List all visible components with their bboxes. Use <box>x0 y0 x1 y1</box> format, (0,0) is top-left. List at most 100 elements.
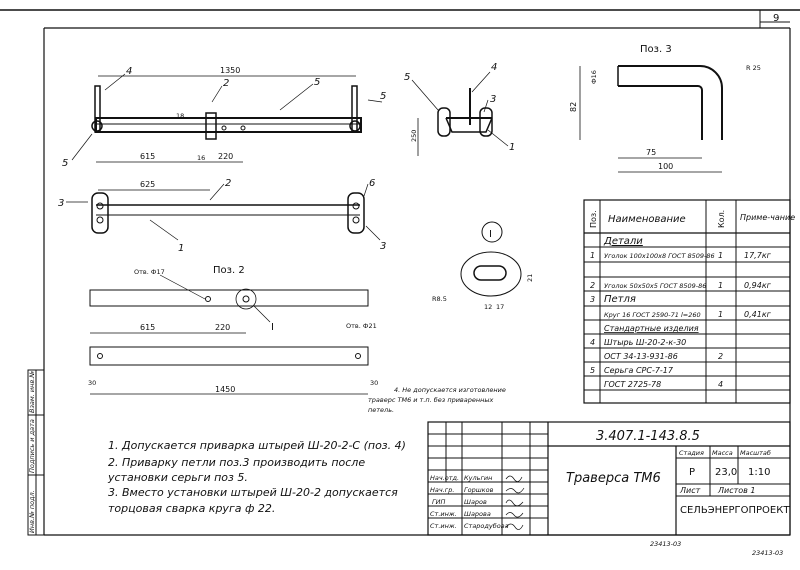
title-doc-code: 3.407.1-143.8.5 <box>596 429 700 444</box>
pos2-dim-30b: 30 <box>370 379 378 387</box>
top-callout-2: 2 <box>223 78 229 89</box>
title-sheets: Листов 1 <box>717 486 756 495</box>
plan-callout-2: 2 <box>225 178 231 189</box>
note-4: 4. Не допускается изготовление траверс Т… <box>368 386 506 414</box>
pos3-dim-82: 82 <box>569 102 578 112</box>
spec-row-qty: 4 <box>718 380 723 389</box>
title-person: Стародубова <box>464 522 509 530</box>
spec-row: ОСТ 34-13-931-86 2 <box>604 352 723 361</box>
note-4-line: 4. Не допускается изготовление <box>394 386 506 394</box>
top-view: 1350 615 220 18 16 4 2 5 5 5 <box>62 66 386 169</box>
spec-row-qty: 1 <box>718 310 723 319</box>
title-mass: 23,0 <box>715 467 737 478</box>
spec-row: 1 Уголок 100х100х8 ГОСТ 8509-86 1 17,7кг <box>590 251 772 260</box>
pos2-hole2: Отв. Ф21 <box>346 322 377 330</box>
top-callout-5: 5 <box>62 158 68 169</box>
title-scale-h: Масштаб <box>740 449 771 457</box>
plan-callout-3b: 3 <box>380 241 386 252</box>
notes-list: 1. Допускается приварка штырей Ш-20-2-С … <box>107 439 406 515</box>
title-mass-h: Масса <box>712 449 733 457</box>
spec-row: 5 Серьга СРС-7-17 <box>590 366 674 375</box>
spec-row: Круг 16 ГОСТ 2590-71 l=260 1 0,41кг <box>604 310 772 319</box>
title-org: СЕЛЬЭНЕРГОПРОЕКТ <box>680 505 790 516</box>
plan-dim-625: 625 <box>140 180 155 189</box>
title-role: ГИП <box>432 498 445 506</box>
detail-i-17: 17 <box>496 303 504 311</box>
plan-callout-6: 6 <box>369 178 375 189</box>
spec-row-pos: 5 <box>590 366 595 375</box>
spec-table: Поз. Наименование Кол. Приме-чание Детал… <box>583 199 795 404</box>
note-line: установки серьги поз 5. <box>107 471 248 484</box>
side-callout-4: 4 <box>491 62 497 73</box>
title-stage: Р <box>689 467 695 478</box>
side-callout-5: 5 <box>404 72 410 83</box>
title-role: Ст.инж. <box>430 522 457 530</box>
spec-row: ГОСТ 2725-78 4 <box>604 380 723 389</box>
spec-row-name: Штырь Ш-20-2-к-30 <box>604 338 686 347</box>
pos2-dim-30a: 30 <box>88 379 96 387</box>
note-line: 2. Приварку петли поз.3 производить посл… <box>108 456 365 469</box>
title-name: Траверса ТМ6 <box>566 471 661 486</box>
detail-i: I R8.5 12 17 21 <box>432 221 534 311</box>
spec-row-name: Детали <box>603 236 643 247</box>
spec-row-note: 0,94кг <box>744 281 772 290</box>
spec-row-note: 17,7кг <box>744 251 772 260</box>
pos2-title: Поз. 2 <box>213 265 245 276</box>
spec-row-qty: 1 <box>718 251 723 260</box>
title-person: Кульгин <box>464 474 492 482</box>
spec-row-name: Серьга СРС-7-17 <box>604 366 674 375</box>
pos2-view: Поз. 2 Отв. Ф17 I 615 220 Отв. Ф21 30 30… <box>88 265 378 395</box>
spec-row: Детали <box>603 236 643 247</box>
top-dim-615: 615 <box>140 152 155 161</box>
spec-header-note: Приме-чание <box>740 213 795 222</box>
pos3-dim-phi: Ф16 <box>590 70 598 84</box>
top-callout-4: 4 <box>126 66 132 77</box>
signature <box>505 523 524 530</box>
spec-row: 2 Уголок 50х50х5 ГОСТ 8509-86 1 0,94кг <box>590 281 772 290</box>
detail-i-marker: I <box>489 229 492 240</box>
spec-row-note: 0,41кг <box>744 310 772 319</box>
pos2-dim-1450: 1450 <box>215 385 235 394</box>
spec-row: Стандартные изделия <box>604 324 699 333</box>
spec-row-pos: 1 <box>590 251 595 260</box>
spec-row: 3 Петля <box>590 294 636 305</box>
note-line: 1. Допускается приварка штырей Ш-20-2-С … <box>108 439 406 452</box>
spec-row: 4 Штырь Ш-20-2-к-30 <box>590 338 686 347</box>
pos2-marker: I <box>271 322 274 333</box>
side-callout-3: 3 <box>490 94 496 105</box>
top-dim-16: 16 <box>197 154 205 162</box>
spec-header-name: Наименование <box>608 214 686 225</box>
plan-callout-1: 1 <box>178 243 184 254</box>
top-dim-1350: 1350 <box>220 66 240 75</box>
title-role: Нач.гр. <box>430 486 454 494</box>
top-dim-18: 18 <box>176 112 184 120</box>
side-stamp-sign: Подпись и дата <box>28 419 36 473</box>
side-stamp: Инв.№ подл. Подпись и дата Взам. инв.№ <box>27 369 45 536</box>
title-stage-h: Стадия <box>679 449 704 457</box>
title-person: Шарова <box>464 510 491 518</box>
spec-row-name: ГОСТ 2725-78 <box>604 380 661 389</box>
spec-row-pos: 3 <box>590 295 595 304</box>
note-4-line: петель. <box>368 406 394 414</box>
top-dim-220: 220 <box>218 152 233 161</box>
top-callout-1a: 5 <box>314 77 320 88</box>
detail-i-r: R8.5 <box>432 295 447 303</box>
spec-row-name: Петля <box>604 294 636 305</box>
footer-code: 23413-03 <box>650 540 681 548</box>
plan-view: 625 3 2 6 3 1 <box>58 178 386 254</box>
detail-i-21: 21 <box>526 274 534 282</box>
spec-row-name: Уголок 100х100х8 ГОСТ 8509-86 <box>604 252 715 260</box>
spec-header-qty: Кол. <box>717 210 726 228</box>
signature <box>505 499 524 507</box>
pos3-view: Поз. 3 82 Ф16 R 25 75 100 <box>569 44 761 173</box>
pos2-dim-615: 615 <box>140 323 155 332</box>
side-dim-250: 250 <box>410 130 418 142</box>
spec-row-qty: 2 <box>718 352 723 361</box>
side-stamp-inv: Инв.№ подл. <box>28 490 36 533</box>
signature <box>505 512 524 518</box>
pos2-hole1: Отв. Ф17 <box>134 268 165 276</box>
spec-row-name: Стандартные изделия <box>604 324 699 333</box>
plan-callout-3a: 3 <box>58 198 64 209</box>
spec-row-name: Круг 16 ГОСТ 2590-71 l=260 <box>604 311 701 319</box>
title-role: Нач.отд. <box>430 474 459 482</box>
